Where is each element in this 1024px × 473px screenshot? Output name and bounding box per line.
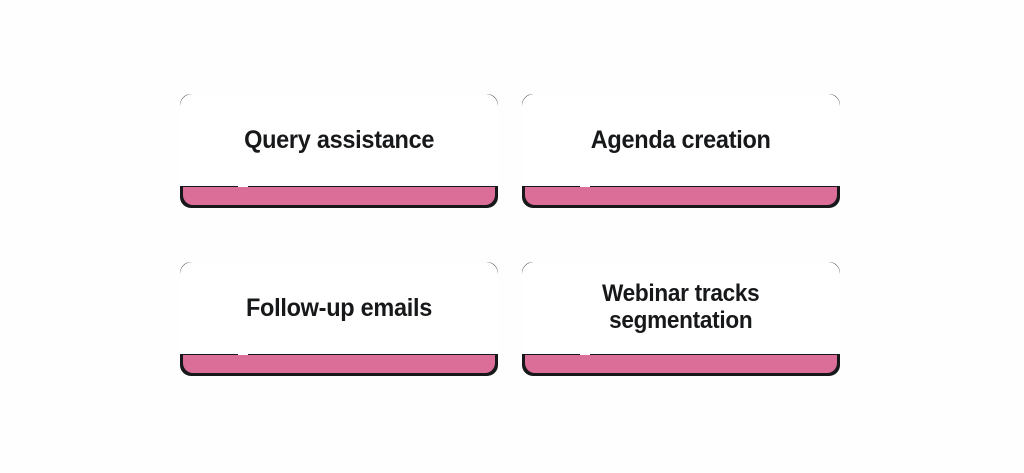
card-label: Webinar tracks segmentation <box>602 280 760 334</box>
card-grid: Query assistance Agenda creation Follow-… <box>180 94 840 376</box>
card-body: Query assistance <box>180 94 498 186</box>
card-label: Query assistance <box>243 126 435 154</box>
card-body: Agenda creation <box>522 94 840 186</box>
card-accent-bar <box>183 355 495 373</box>
card-body: Follow-up emails <box>180 262 498 354</box>
feature-card-follow-up-emails[interactable]: Follow-up emails <box>180 262 498 376</box>
card-accent-bar <box>525 355 837 373</box>
feature-card-webinar-tracks-segmentation[interactable]: Webinar tracks segmentation <box>522 262 840 376</box>
feature-card-query-assistance[interactable]: Query assistance <box>180 94 498 208</box>
feature-card-agenda-creation[interactable]: Agenda creation <box>522 94 840 208</box>
card-body: Webinar tracks segmentation <box>522 262 840 354</box>
card-label: Follow-up emails <box>245 294 433 322</box>
card-label: Agenda creation <box>591 126 771 154</box>
card-accent-bar <box>525 187 837 205</box>
card-accent-bar <box>183 187 495 205</box>
